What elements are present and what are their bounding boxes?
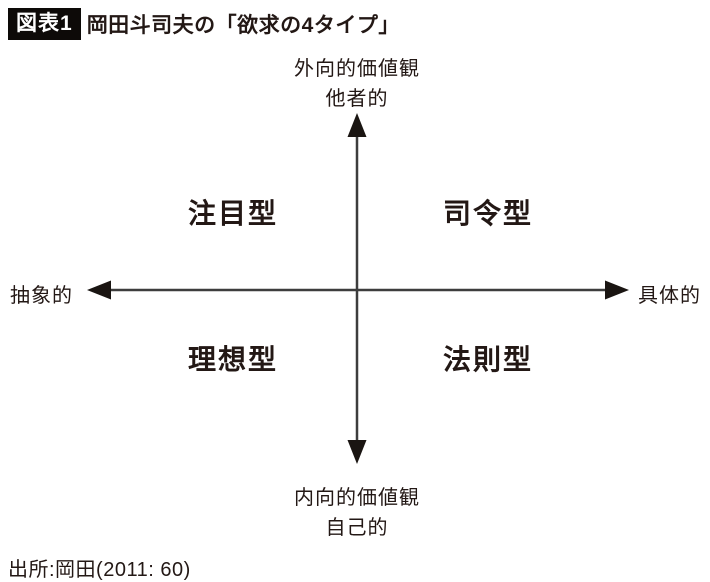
quadrant-label-bottom-right: 法則型 [442, 344, 534, 375]
figure-title-row: 図表1 岡田斗司夫の「欲求の4タイプ」 [8, 8, 400, 40]
arrow-left-icon [87, 280, 111, 300]
source-citation: 出所:岡田(2011: 60) [8, 559, 191, 581]
arrow-right-icon [605, 280, 629, 300]
axis-label-top-line2: 他者的 [325, 88, 389, 110]
arrow-down-icon [347, 440, 367, 464]
axis-label-right: 具体的 [638, 285, 701, 307]
figure-tag-badge: 図表1 [8, 8, 81, 40]
quadrant-label-top-left: 注目型 [187, 198, 279, 229]
axis-label-top-line1: 外向的価値観 [294, 58, 420, 80]
arrow-up-icon [347, 113, 367, 137]
axis-label-bottom-line1: 内向的価値観 [294, 487, 420, 509]
quadrant-label-top-right: 司令型 [442, 198, 534, 229]
axis-label-left: 抽象的 [10, 285, 73, 307]
figure-title: 岡田斗司夫の「欲求の4タイプ」 [86, 14, 400, 37]
axis-label-bottom-line2: 自己的 [325, 517, 389, 539]
quadrant-label-bottom-left: 理想型 [187, 344, 279, 375]
